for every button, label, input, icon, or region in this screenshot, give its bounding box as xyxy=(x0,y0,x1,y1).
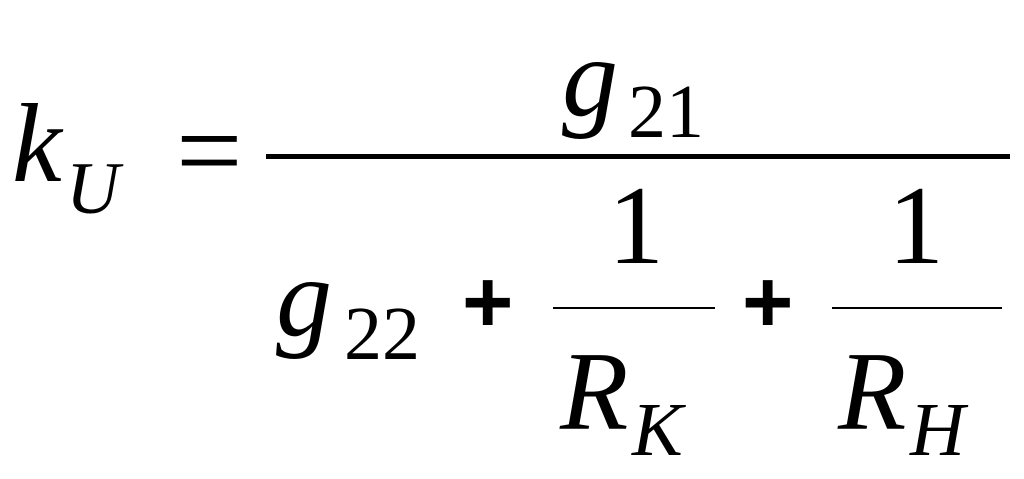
denominator-g-symbol: g xyxy=(276,236,332,360)
fraction2-numerator: 1 xyxy=(888,164,944,288)
fraction1-numerator: 1 xyxy=(608,164,664,288)
equals-sign: = xyxy=(176,85,243,216)
denominator-g-subscript: 22 xyxy=(344,292,420,376)
fraction1-denominator-subscript: K xyxy=(632,388,683,472)
fraction1-bar xyxy=(553,307,715,309)
plus-sign-1: + xyxy=(462,252,514,351)
lhs-symbol: k xyxy=(12,82,62,206)
main-fraction-bar xyxy=(266,154,1010,159)
fraction2-bar xyxy=(832,307,1002,309)
fraction2-denominator-symbol: R xyxy=(838,330,907,454)
lhs-subscript: U xyxy=(66,148,120,230)
numerator-symbol: g xyxy=(562,16,618,140)
numerator-subscript: 21 xyxy=(628,70,704,154)
plus-sign-2: + xyxy=(742,252,794,351)
fraction1-denominator-symbol: R xyxy=(560,330,629,454)
fraction2-denominator-subscript: H xyxy=(910,388,965,472)
